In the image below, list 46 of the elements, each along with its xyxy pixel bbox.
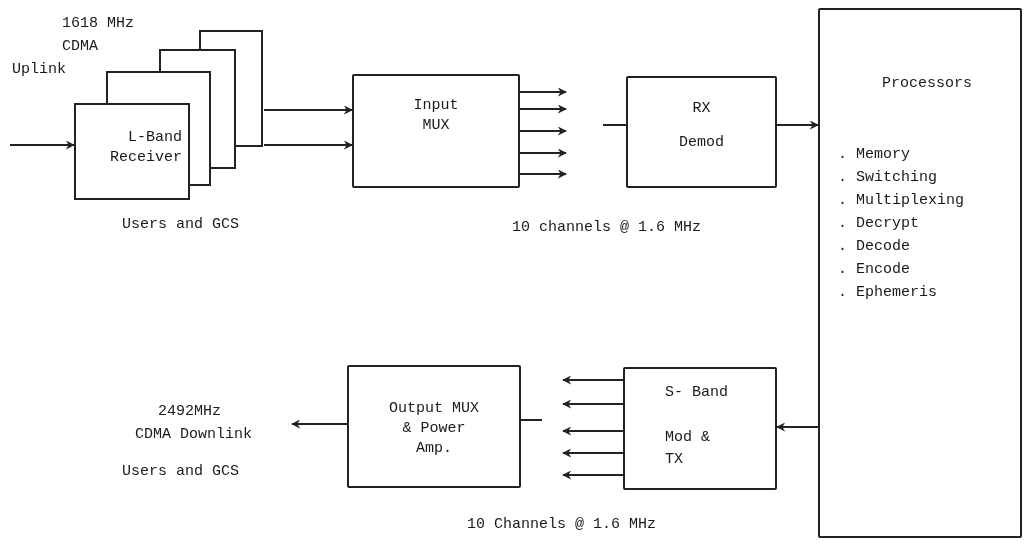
processor-panel [818,8,1022,538]
process-box [626,76,777,188]
node-label: S- Band [665,383,728,403]
arrow [519,126,567,136]
annotation-label: CDMA [62,37,98,57]
node-label: Input MUX [412,96,460,136]
annotation-label: 10 Channels @ 1.6 MHz [467,515,657,535]
arrow [776,120,819,130]
arrow [562,399,624,409]
arrow [263,105,353,115]
annotation-label: 1618 MHz [62,14,134,34]
arrow [562,426,624,436]
connector-line [602,124,627,126]
arrow [776,422,819,432]
arrow [562,448,624,458]
arrow [519,169,567,179]
process-box [347,365,521,488]
node-label: RX Demod [678,99,725,153]
node-label: L-Band Receiver [109,128,182,168]
node-label: . Ephemeris [838,283,938,303]
node-label: Processors [882,74,972,94]
annotation-label: CDMA Downlink [135,425,253,445]
node-label: . Switching [838,168,938,188]
arrow [562,375,624,385]
annotation-label: Users and GCS [122,462,240,482]
connector-line [520,419,543,421]
node-label: . Decode [838,237,910,257]
node-label: . Memory [838,145,910,165]
node-label: . Encode [838,260,910,280]
annotation-label: 10 channels @ 1.6 MHz [512,218,702,238]
node-label: Mod & TX [665,428,711,470]
annotation-label: Users and GCS [122,215,240,235]
arrow [519,104,567,114]
arrow [562,470,624,480]
arrow [519,87,567,97]
annotation-label: Uplink [12,60,66,80]
arrow [519,148,567,158]
node-label: . Multiplexing [838,191,965,211]
annotation-label: 2492MHz [158,402,221,422]
arrow [263,140,353,150]
node-label: Output MUX & Power Amp. [388,399,480,459]
arrow [291,419,348,429]
process-box [352,74,520,188]
node-label: . Decrypt [838,214,919,234]
arrow [9,140,75,150]
process-box [623,367,777,490]
